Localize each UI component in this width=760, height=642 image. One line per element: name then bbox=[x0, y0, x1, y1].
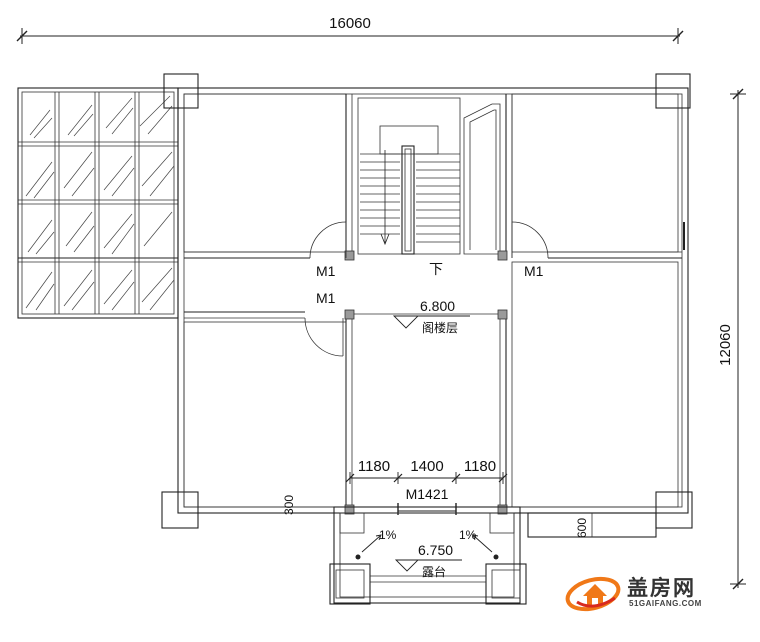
door-label-m1-lower-left: M1 bbox=[316, 290, 336, 306]
bench-depth-label: 600 bbox=[575, 518, 589, 538]
interior-walls bbox=[183, 93, 682, 508]
terrace-label: 露台 bbox=[422, 564, 446, 579]
span-dimension-line bbox=[345, 472, 508, 484]
attic-level-marker bbox=[392, 315, 470, 329]
slope-left-label: 1% bbox=[379, 528, 397, 542]
house-logo-icon bbox=[565, 576, 621, 612]
right-dimension-line bbox=[730, 88, 746, 590]
attic-label: 阁楼层 bbox=[422, 320, 458, 335]
site-url: 51GAIFANG.COM bbox=[629, 599, 702, 608]
balcony-door-label: M1421 bbox=[406, 486, 449, 502]
span-left-label: 1180 bbox=[358, 458, 390, 475]
site-watermark: 盖房网 51GAIFANG.COM bbox=[565, 568, 715, 618]
planter-bench bbox=[527, 512, 657, 538]
attic-elevation: 6.800 bbox=[420, 298, 455, 314]
door-label-m1-upper-right: M1 bbox=[524, 263, 544, 279]
span-right-label: 1180 bbox=[464, 458, 496, 475]
staircase bbox=[357, 97, 501, 255]
structural-columns bbox=[344, 250, 508, 515]
span-mid-label: 1400 bbox=[410, 458, 443, 475]
glass-sunroom bbox=[17, 87, 179, 319]
top-dimension-line bbox=[16, 28, 684, 44]
overall-depth-label: 12060 bbox=[717, 324, 734, 366]
door-label-m1-upper-left: M1 bbox=[316, 263, 336, 279]
overall-width-label: 16060 bbox=[329, 15, 371, 32]
site-name: 盖房网 bbox=[627, 576, 696, 600]
terrace-elevation: 6.750 bbox=[418, 542, 453, 558]
stair-down-label: 下 bbox=[429, 261, 443, 277]
slope-right-label: 1% bbox=[459, 528, 477, 542]
wall-offset-label: 300 bbox=[282, 495, 296, 515]
door-swings bbox=[304, 221, 685, 357]
terrace bbox=[329, 506, 527, 605]
